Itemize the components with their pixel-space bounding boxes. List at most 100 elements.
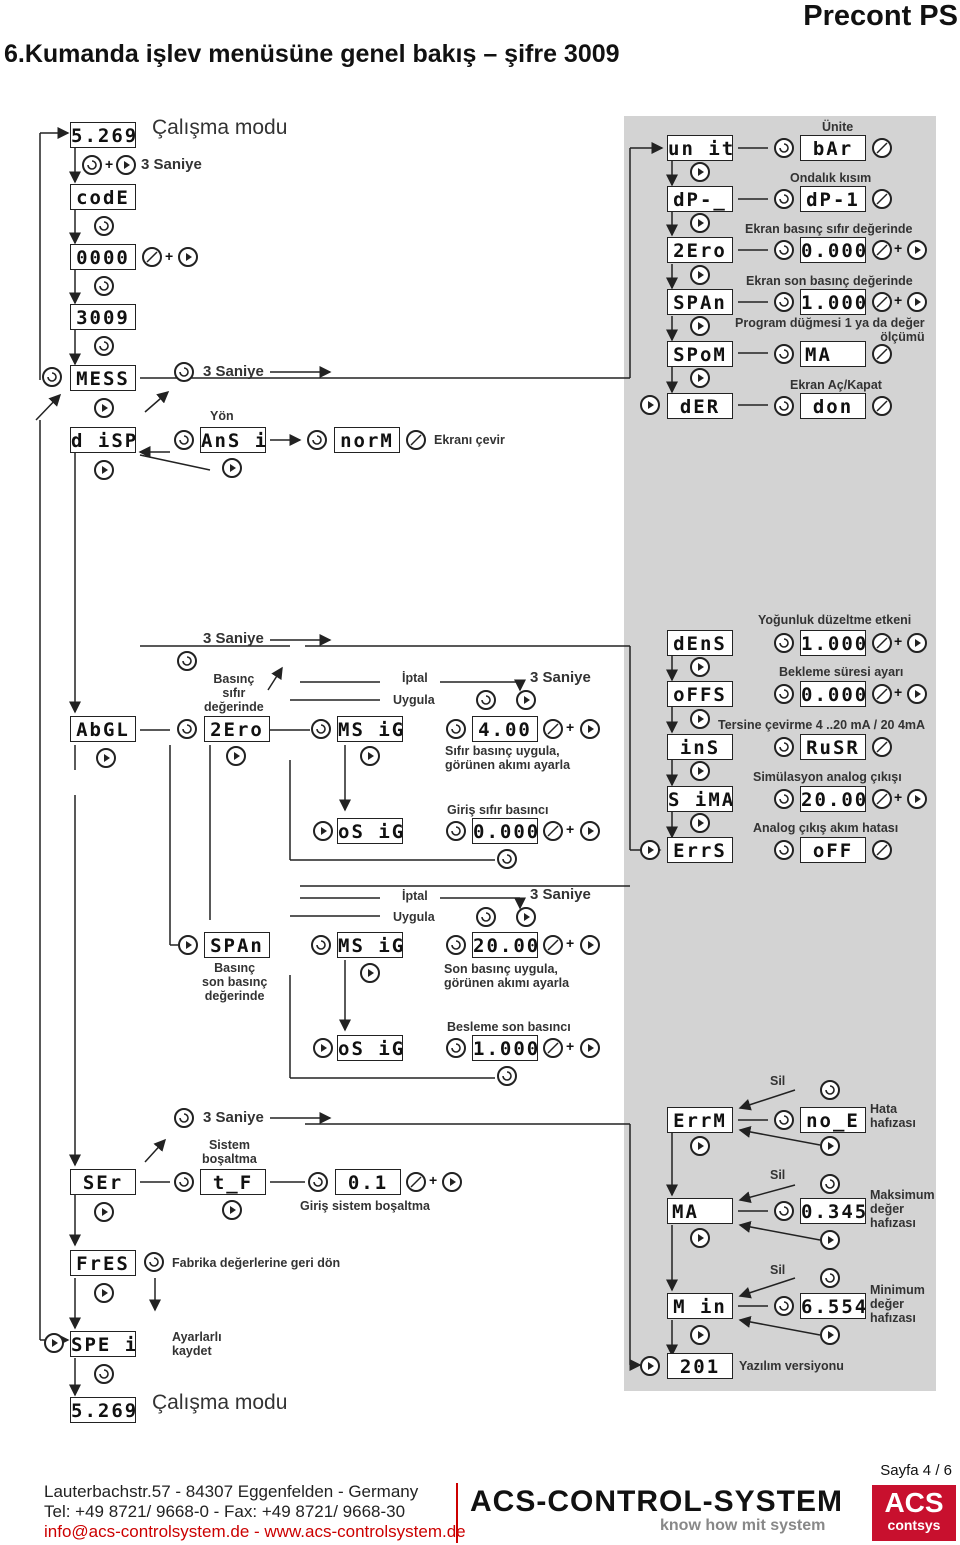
play-button[interactable] [580, 1038, 600, 1058]
play-button[interactable] [820, 1136, 840, 1156]
enter-button[interactable] [774, 633, 794, 653]
play-button[interactable] [907, 789, 927, 809]
enter-button[interactable] [446, 821, 466, 841]
up-down-button[interactable] [543, 1038, 563, 1058]
play-button[interactable] [94, 1202, 114, 1222]
up-down-button[interactable] [872, 396, 892, 416]
play-button[interactable] [907, 684, 927, 704]
enter-button[interactable] [820, 1174, 840, 1194]
enter-button[interactable] [774, 737, 794, 757]
enter-button[interactable] [774, 189, 794, 209]
play-button[interactable] [640, 395, 660, 415]
enter-button[interactable] [177, 719, 197, 739]
play-button[interactable] [690, 316, 710, 336]
up-down-button[interactable] [872, 344, 892, 364]
up-down-button[interactable] [543, 719, 563, 739]
enter-button[interactable] [42, 367, 62, 387]
up-down-button[interactable] [872, 684, 892, 704]
enter-button[interactable] [476, 690, 496, 710]
play-button[interactable] [360, 963, 380, 983]
up-down-button[interactable] [872, 138, 892, 158]
play-button[interactable] [94, 460, 114, 480]
enter-button[interactable] [174, 1172, 194, 1192]
up-down-button[interactable] [872, 189, 892, 209]
enter-button[interactable] [144, 1252, 164, 1272]
enter-button[interactable] [94, 216, 114, 236]
play-button[interactable] [580, 821, 600, 841]
enter-button[interactable] [774, 684, 794, 704]
up-down-button[interactable] [872, 789, 892, 809]
enter-button[interactable] [311, 935, 331, 955]
play-button[interactable] [820, 1325, 840, 1345]
enter-button[interactable] [82, 155, 102, 175]
play-button[interactable] [442, 1172, 462, 1192]
play-button[interactable] [640, 1356, 660, 1376]
up-down-button[interactable] [543, 935, 563, 955]
enter-button[interactable] [94, 276, 114, 296]
up-down-button[interactable] [872, 240, 892, 260]
enter-button[interactable] [308, 1172, 328, 1192]
play-button[interactable] [516, 907, 536, 927]
play-button[interactable] [690, 1136, 710, 1156]
up-down-button[interactable] [872, 292, 892, 312]
play-button[interactable] [116, 155, 136, 175]
enter-button[interactable] [307, 430, 327, 450]
play-button[interactable] [178, 935, 198, 955]
play-button[interactable] [44, 1333, 64, 1353]
enter-button[interactable] [446, 719, 466, 739]
enter-button[interactable] [174, 1108, 194, 1128]
play-button[interactable] [640, 840, 660, 860]
play-button[interactable] [580, 935, 600, 955]
up-down-button[interactable] [872, 633, 892, 653]
play-button[interactable] [690, 813, 710, 833]
enter-button[interactable] [174, 430, 194, 450]
up-down-button[interactable] [872, 737, 892, 757]
play-button[interactable] [94, 1283, 114, 1303]
play-button[interactable] [96, 748, 116, 768]
up-down-button[interactable] [872, 840, 892, 860]
play-button[interactable] [690, 265, 710, 285]
enter-button[interactable] [497, 849, 517, 869]
up-down-button[interactable] [406, 1172, 426, 1192]
play-button[interactable] [580, 719, 600, 739]
play-button[interactable] [360, 746, 380, 766]
enter-button[interactable] [446, 1038, 466, 1058]
play-button[interactable] [222, 458, 242, 478]
enter-button[interactable] [476, 907, 496, 927]
play-button[interactable] [907, 240, 927, 260]
enter-button[interactable] [774, 396, 794, 416]
enter-button[interactable] [774, 292, 794, 312]
enter-button[interactable] [774, 138, 794, 158]
play-button[interactable] [690, 657, 710, 677]
up-down-button[interactable] [142, 247, 162, 267]
enter-button[interactable] [174, 362, 194, 382]
play-button[interactable] [222, 1200, 242, 1220]
play-button[interactable] [178, 247, 198, 267]
enter-button[interactable] [774, 344, 794, 364]
enter-button[interactable] [311, 719, 331, 739]
play-button[interactable] [226, 746, 246, 766]
enter-button[interactable] [774, 1296, 794, 1316]
enter-button[interactable] [774, 1110, 794, 1130]
play-button[interactable] [907, 633, 927, 653]
play-button[interactable] [690, 1325, 710, 1345]
play-button[interactable] [907, 292, 927, 312]
enter-button[interactable] [774, 240, 794, 260]
enter-button[interactable] [94, 1364, 114, 1384]
play-button[interactable] [690, 761, 710, 781]
enter-button[interactable] [94, 336, 114, 356]
enter-button[interactable] [820, 1268, 840, 1288]
enter-button[interactable] [820, 1080, 840, 1100]
play-button[interactable] [690, 709, 710, 729]
play-button[interactable] [94, 398, 114, 418]
enter-button[interactable] [497, 1066, 517, 1086]
up-down-button[interactable] [406, 430, 426, 450]
enter-button[interactable] [774, 840, 794, 860]
play-button[interactable] [690, 213, 710, 233]
play-button[interactable] [313, 1038, 333, 1058]
play-button[interactable] [690, 162, 710, 182]
play-button[interactable] [516, 690, 536, 710]
play-button[interactable] [313, 821, 333, 841]
up-down-button[interactable] [543, 821, 563, 841]
enter-button[interactable] [446, 935, 466, 955]
